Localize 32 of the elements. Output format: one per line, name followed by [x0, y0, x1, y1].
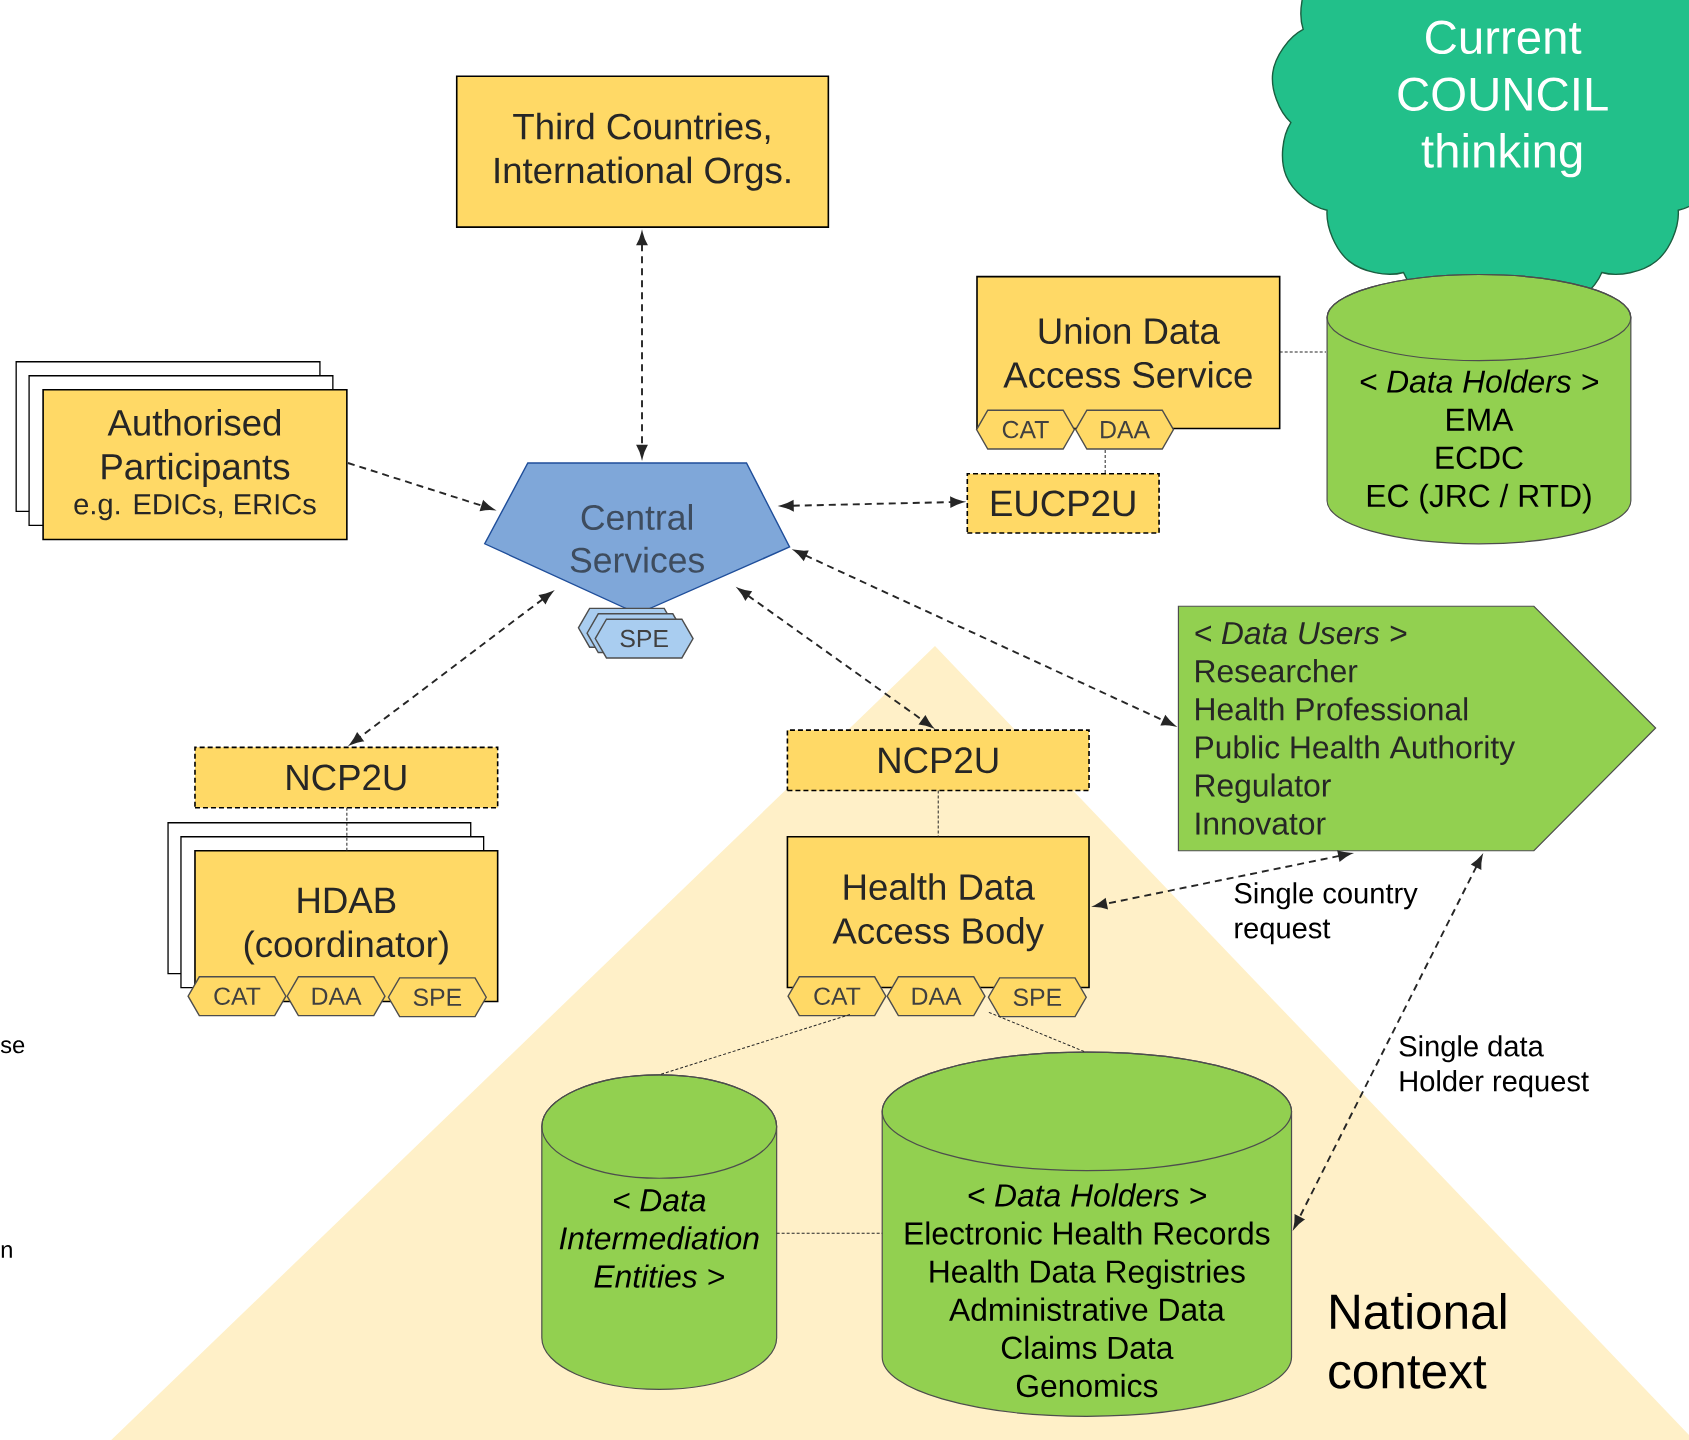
text-fragment: n — [1, 1245, 12, 1258]
hexagon-tag: CAT — [975, 409, 1076, 450]
arrow — [350, 591, 553, 745]
hexagon-tag: DAA — [1074, 409, 1175, 450]
stacked-box: Authorised Participants e.g. EDICs, ERICs — [15, 361, 348, 541]
dashed-box: EUCP2U — [966, 472, 1160, 534]
arrow — [636, 232, 648, 458]
edge-label: Single data Holder request — [1399, 1035, 1589, 1098]
database-cylinder: < Data Intermediation Entities > — [541, 1074, 778, 1390]
connector-line — [1279, 351, 1327, 353]
dashed-box: NCP2U — [194, 746, 499, 809]
database-cylinder: < Data Holders > EMA ECDC EC (JRC / RTD) — [1326, 273, 1632, 545]
edge-label: Single country request — [1234, 882, 1418, 945]
hexagon-tag: SPE — [387, 977, 488, 1018]
connector-line — [346, 807, 348, 852]
connector-line — [658, 1014, 851, 1076]
connector-line — [1104, 449, 1106, 475]
arrow — [347, 462, 494, 511]
database-cylinder: < Data Holders > Electronic Health Records Health Data Registries Administrative Data Claims Data Genomics — [881, 1051, 1293, 1417]
text-fragment: se — [0, 1040, 25, 1054]
hexagon-tag: SPE — [577, 607, 694, 659]
hexagon-tag: CAT — [187, 976, 287, 1017]
process-box: Third Countries, International Orgs. — [455, 75, 830, 228]
hexagon-tag: DAA — [286, 976, 386, 1017]
connector-line — [988, 1011, 1087, 1053]
arrow — [780, 496, 964, 511]
connector-line — [937, 789, 939, 838]
arrow — [794, 549, 1175, 727]
connector-line — [776, 1232, 883, 1234]
arrow — [1293, 855, 1483, 1229]
arrow — [737, 588, 933, 728]
arrow — [1094, 850, 1352, 909]
